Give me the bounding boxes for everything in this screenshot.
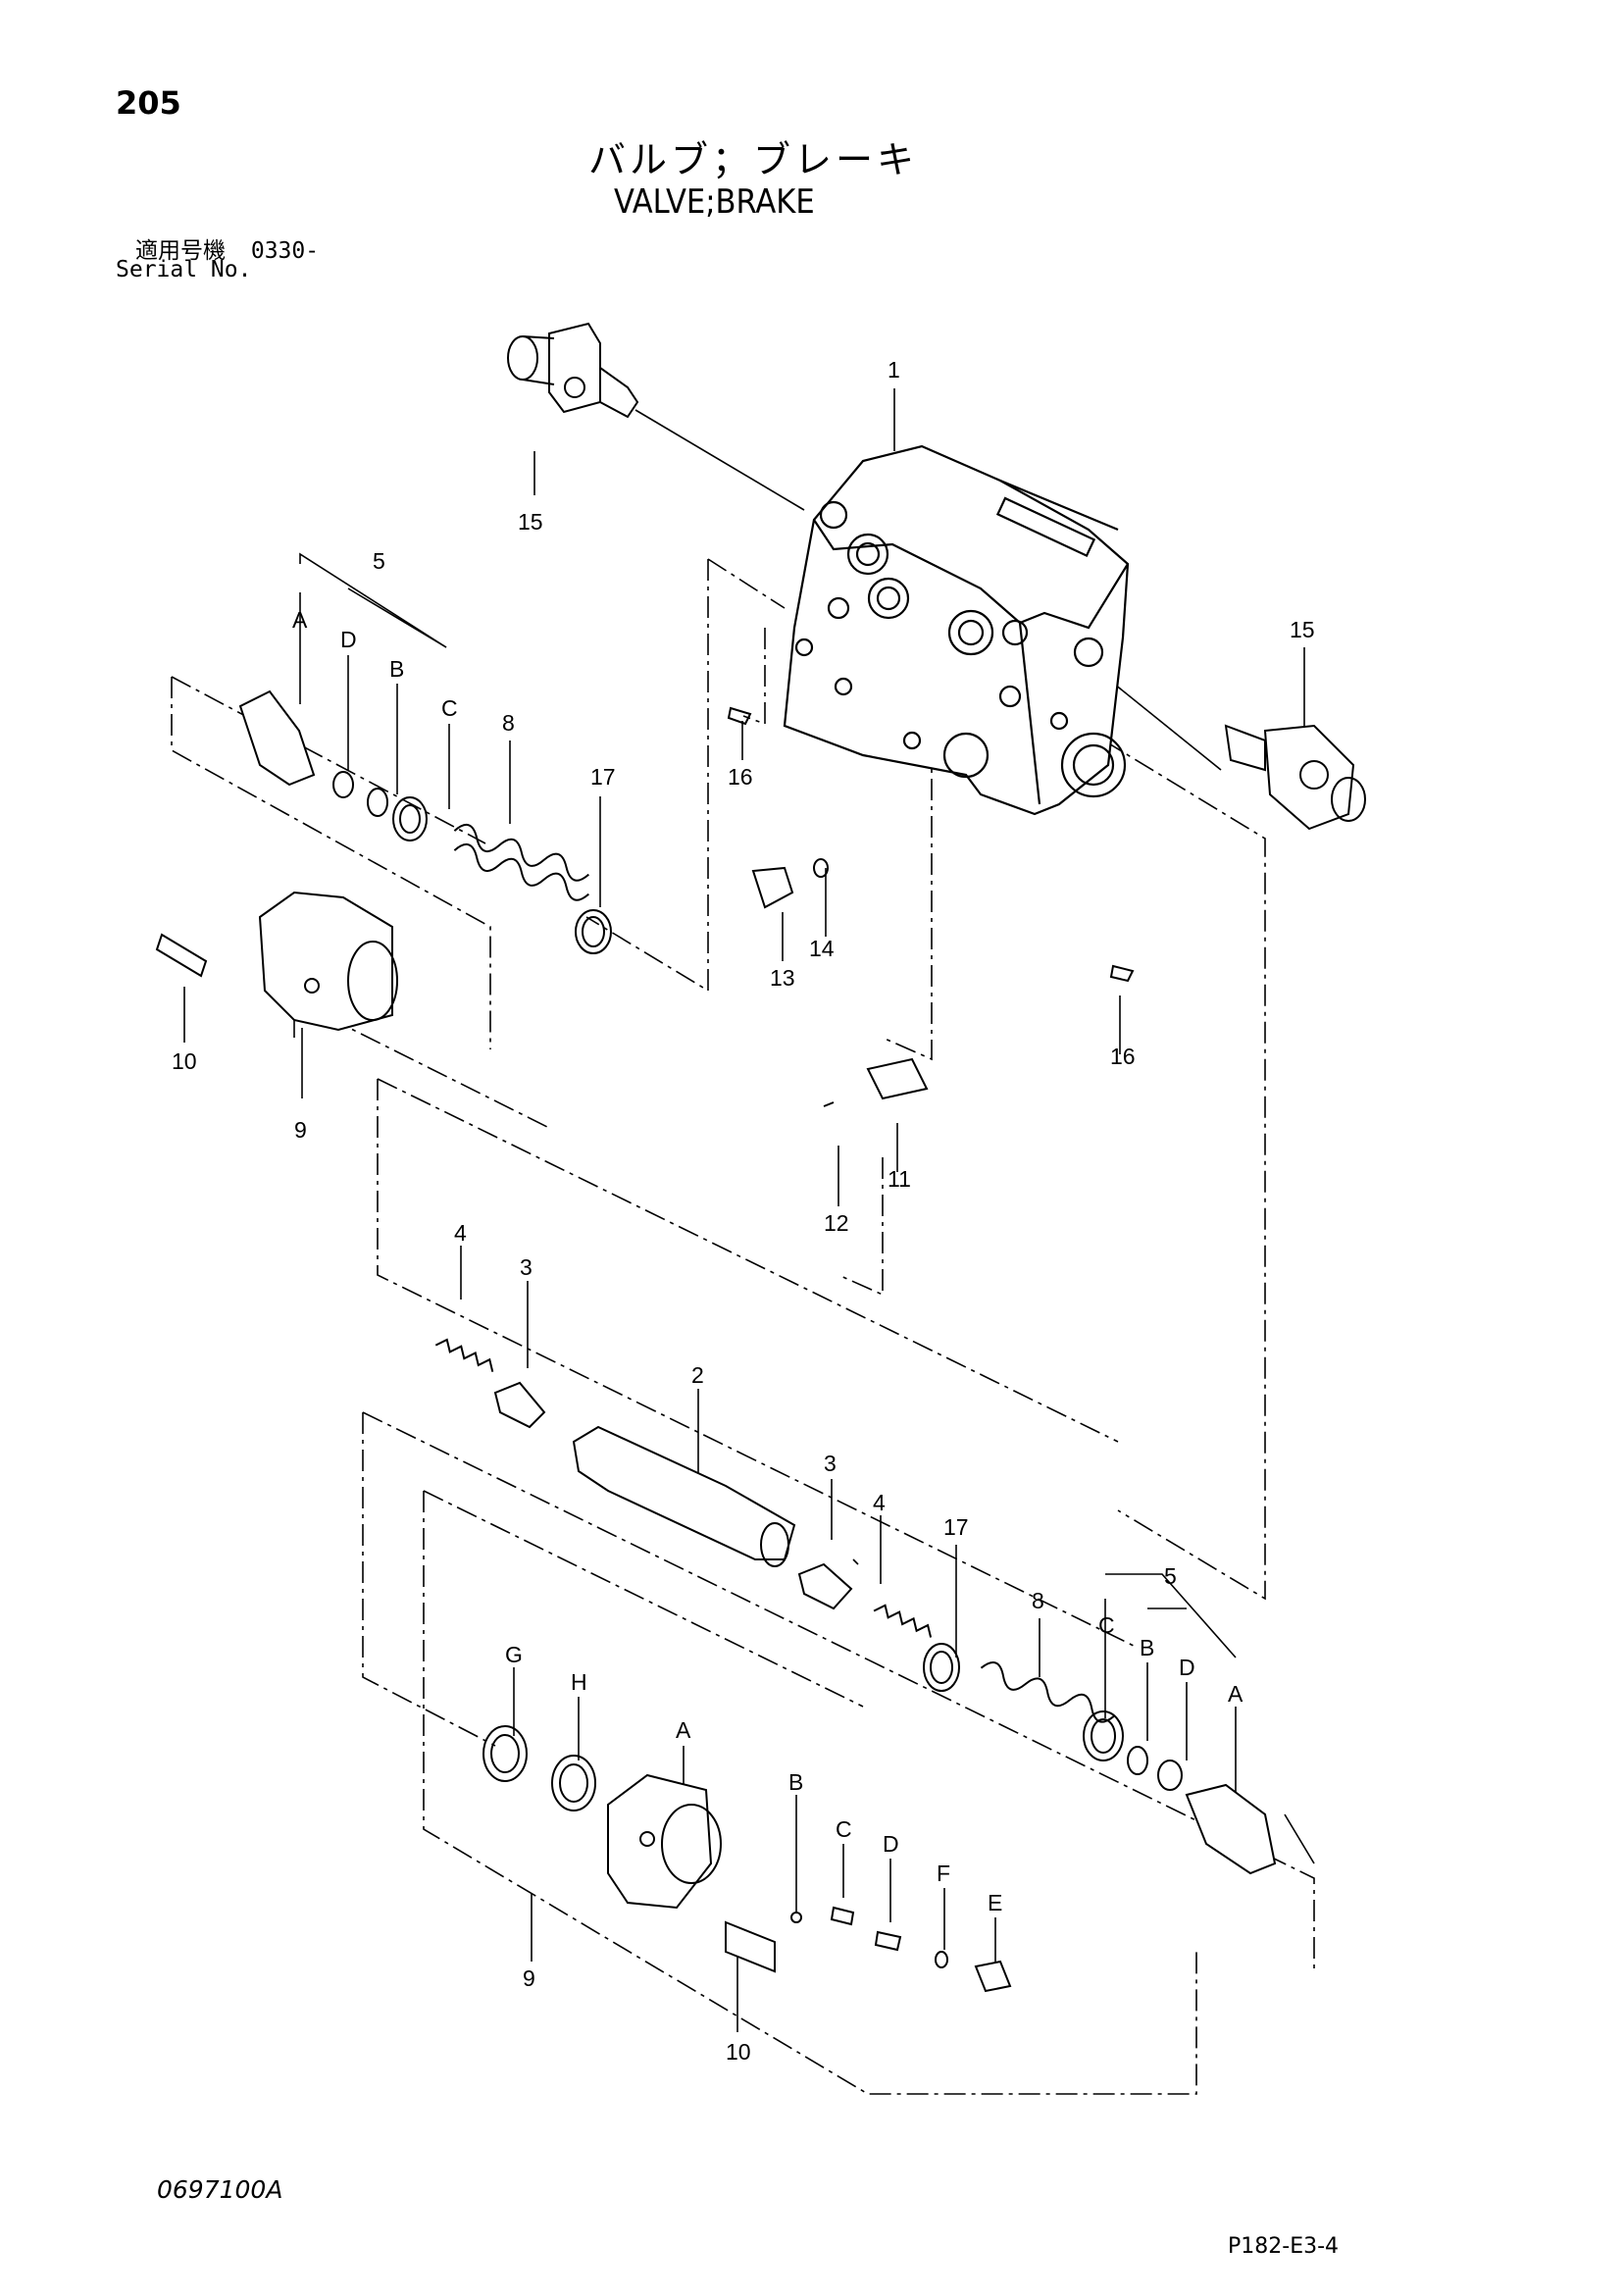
callout-E: E — [988, 1890, 1002, 1915]
callout-A-cap: A — [676, 1717, 691, 1743]
callout-10-lower: 10 — [726, 2039, 751, 2065]
document-code: 0697100A — [157, 2175, 283, 2204]
valve-body — [783, 444, 1130, 816]
cap-9-lower — [482, 1725, 1012, 1993]
callout-17-upper: 17 — [590, 764, 616, 790]
callout-B-cap: B — [788, 1769, 803, 1795]
callout-14: 14 — [809, 936, 835, 961]
page-number: 205 — [116, 84, 181, 122]
callout-D-upper: D — [340, 627, 357, 652]
callout-15-upper: 15 — [518, 509, 543, 535]
callout-C-lower: C — [1098, 1612, 1115, 1638]
callout-12: 12 — [824, 1210, 849, 1236]
callout-H: H — [571, 1669, 587, 1695]
callout-15-right: 15 — [1290, 617, 1315, 642]
upper-left-parts — [238, 689, 612, 954]
callout-11: 11 — [888, 1166, 911, 1192]
callout-A-upper: A — [292, 607, 308, 633]
cap-assembly-15-right — [1224, 724, 1366, 831]
callout-A-lower: A — [1228, 1681, 1243, 1707]
callout-8-upper: 8 — [502, 710, 515, 736]
callout-F: F — [937, 1861, 950, 1886]
callout-B-lower: B — [1140, 1635, 1154, 1660]
callout-1: 1 — [888, 357, 900, 383]
callout-10-upper: 10 — [172, 1048, 197, 1074]
phantom-lines — [171, 558, 1315, 2095]
callout-4-upper: 4 — [454, 1220, 467, 1246]
callout-C-cap: C — [836, 1816, 852, 1842]
callout-8-lower: 8 — [1032, 1588, 1044, 1613]
callout-3-lower: 3 — [824, 1451, 837, 1476]
cap-9-upper — [155, 891, 398, 1032]
callout-D-lower: D — [1179, 1655, 1195, 1680]
page-reference: P182-E3-4 — [1228, 2234, 1340, 2259]
serial-label-en: Serial No. — [116, 257, 252, 282]
callout-16-lower: 16 — [1110, 1044, 1136, 1069]
serial-label-jp: 適用号機 — [135, 238, 226, 264]
serial-applicability: 適用号機 0330- — [135, 231, 319, 265]
callout-13: 13 — [770, 965, 795, 991]
serial-value: 0330- — [250, 238, 320, 264]
callout-9-lower: 9 — [523, 1965, 535, 1991]
callout-2: 2 — [691, 1362, 704, 1388]
small-parts — [727, 706, 1135, 1107]
title-japanese: バルブ；ブレーキ — [588, 138, 919, 181]
set-5-brackets — [299, 552, 1237, 1658]
callout-4-lower: 4 — [873, 1490, 886, 1515]
spool-assembly — [434, 1338, 1277, 1875]
callout-17-lower: 17 — [943, 1514, 969, 1540]
callout-C-upper: C — [441, 695, 458, 721]
cap-assembly-15-upper — [507, 322, 639, 419]
callout-3-upper: 3 — [520, 1254, 533, 1280]
callout-G: G — [505, 1642, 523, 1667]
callout-5-lower: 5 — [1164, 1563, 1177, 1589]
callout-labels: 1 15 15 5 A D B C 8 17 16 14 13 16 10 9 … — [172, 357, 1315, 2065]
callout-9-upper: 9 — [294, 1117, 307, 1143]
title-english: VALVE;BRAKE — [614, 182, 815, 222]
callout-5-upper: 5 — [373, 548, 385, 574]
callout-B-upper: B — [389, 656, 404, 682]
callout-16-upper: 16 — [728, 764, 753, 790]
callout-D-cap: D — [883, 1831, 899, 1857]
